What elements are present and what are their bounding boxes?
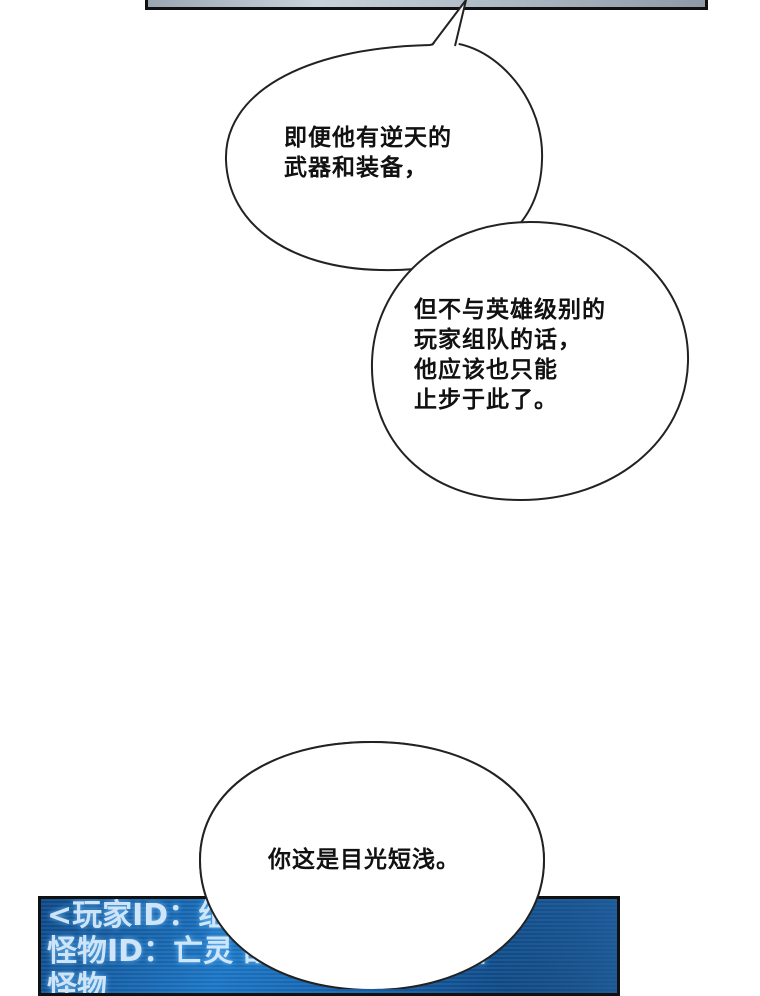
game-screen-panel: <玩家ID：组 怪物ID：亡灵 战士 <019>对话 怪物 xyxy=(38,896,620,996)
speech-line: 即便他有逆天的 xyxy=(284,125,452,151)
speech-bubble-1-tail-outline xyxy=(431,0,467,47)
speech-line: 他应该也只能 xyxy=(414,357,558,383)
top-comic-panel xyxy=(145,0,708,10)
speech-line: 止步于此了。 xyxy=(414,387,558,413)
speech-text-2: 但不与英雄级别的 玩家组队的话， 他应该也只能 止步于此了。 xyxy=(414,295,606,415)
speech-bubble-2 xyxy=(370,220,690,502)
screen-glow xyxy=(497,899,617,993)
speech-line: 武器和装备， xyxy=(284,155,428,181)
speech-text-1: 即便他有逆天的 武器和装备， xyxy=(284,123,452,183)
speech-line: 但不与英雄级别的 xyxy=(414,297,606,323)
speech-bubble-1 xyxy=(224,41,544,272)
screen-line-monster-id: 怪物ID：亡灵 战士 <019>对话 xyxy=(47,934,487,969)
speech-line: 你这是目光短浅。 xyxy=(268,847,460,873)
screen-line-monster: 怪物 xyxy=(47,970,107,996)
screen-line-player-id: <玩家ID：组 xyxy=(47,898,229,933)
speech-line: 玩家组队的话， xyxy=(414,327,582,353)
speech-text-3-front: 你这是目光短浅。 xyxy=(268,845,460,875)
